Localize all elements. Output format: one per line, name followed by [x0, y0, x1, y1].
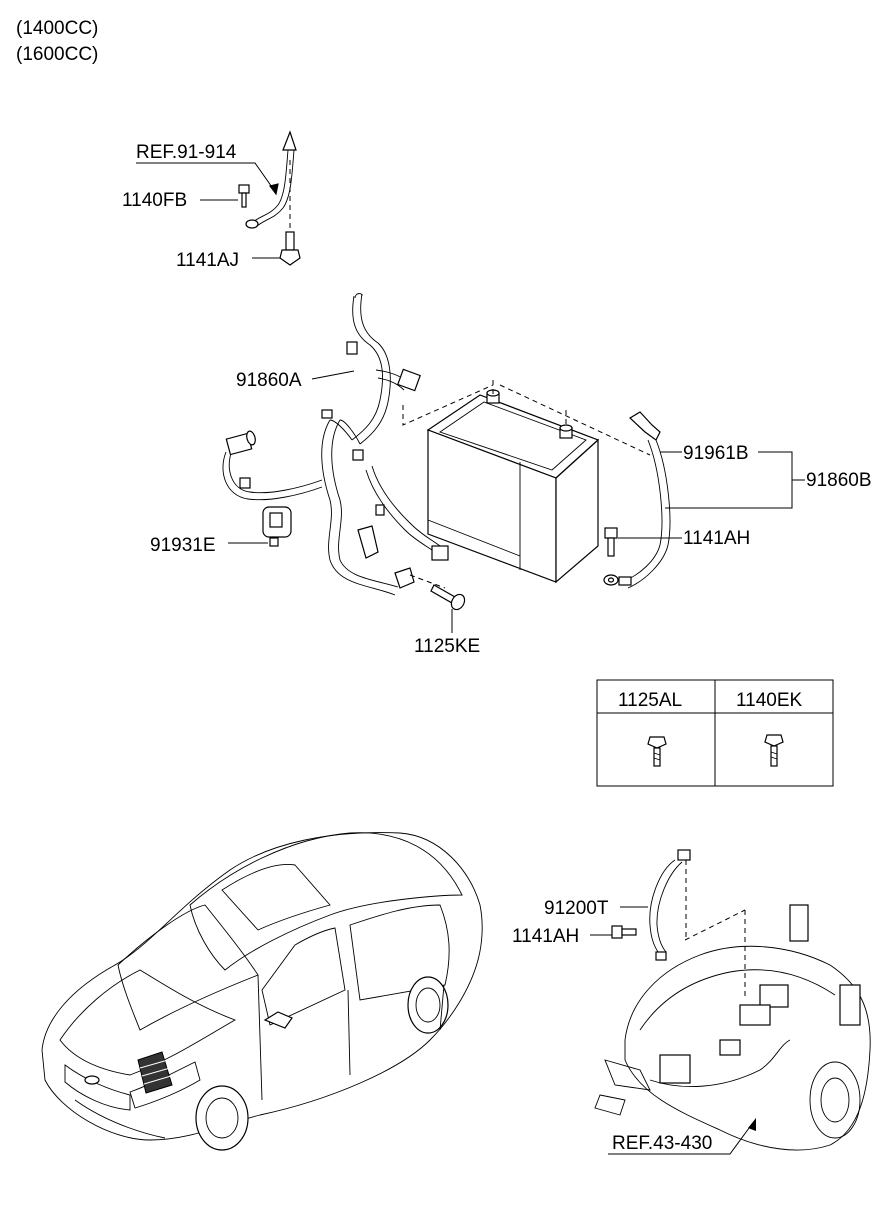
label-1125ke: 1125KE	[414, 636, 480, 657]
bolt-1140fb-icon	[238, 184, 250, 208]
car-icon	[41, 832, 483, 1151]
battery-negative-cable-icon	[603, 411, 671, 589]
bolt-1125ke-icon	[430, 584, 466, 611]
label-91961b: 91961B	[683, 443, 749, 464]
label-91931e: 91931E	[150, 535, 216, 556]
fuse-holder-91931e-icon	[262, 506, 292, 547]
bolt-1141ah-bottom-icon	[611, 925, 637, 939]
bolt-1140ek-icon	[764, 734, 784, 767]
table-header-1125al: 1125AL	[618, 690, 682, 711]
parts-table: 1125AL 1140EK	[596, 679, 834, 787]
label-1141ah-top: 1141AH	[683, 528, 750, 549]
bolt-1125al-icon	[647, 736, 667, 767]
ground-cable-icon	[245, 130, 297, 232]
label-91860a: 91860A	[236, 370, 302, 391]
transmission-icon	[594, 904, 871, 1151]
bolt-1141aj-icon	[279, 231, 301, 266]
harness-91860a-icon	[222, 293, 449, 596]
label-1140fb: 1140FB	[122, 190, 187, 211]
label-ref-91-914: REF.91-914	[136, 142, 237, 163]
table-header-1140ek: 1140EK	[736, 690, 803, 711]
label-ref-43-430: REF.43-430	[612, 1133, 712, 1154]
label-1141ah-bottom: 1141AH	[512, 926, 579, 947]
label-91860b: 91860B	[806, 470, 872, 491]
battery-icon	[402, 380, 651, 584]
engine-variant-1600cc: (1600CC)	[16, 44, 98, 65]
bolt-1141ah-top-icon	[604, 527, 618, 557]
label-91200t: 91200T	[544, 898, 609, 919]
cable-91200t-icon	[649, 849, 691, 961]
label-1141aj: 1141AJ	[176, 250, 239, 271]
engine-variant-1400cc: (1400CC)	[16, 18, 98, 39]
